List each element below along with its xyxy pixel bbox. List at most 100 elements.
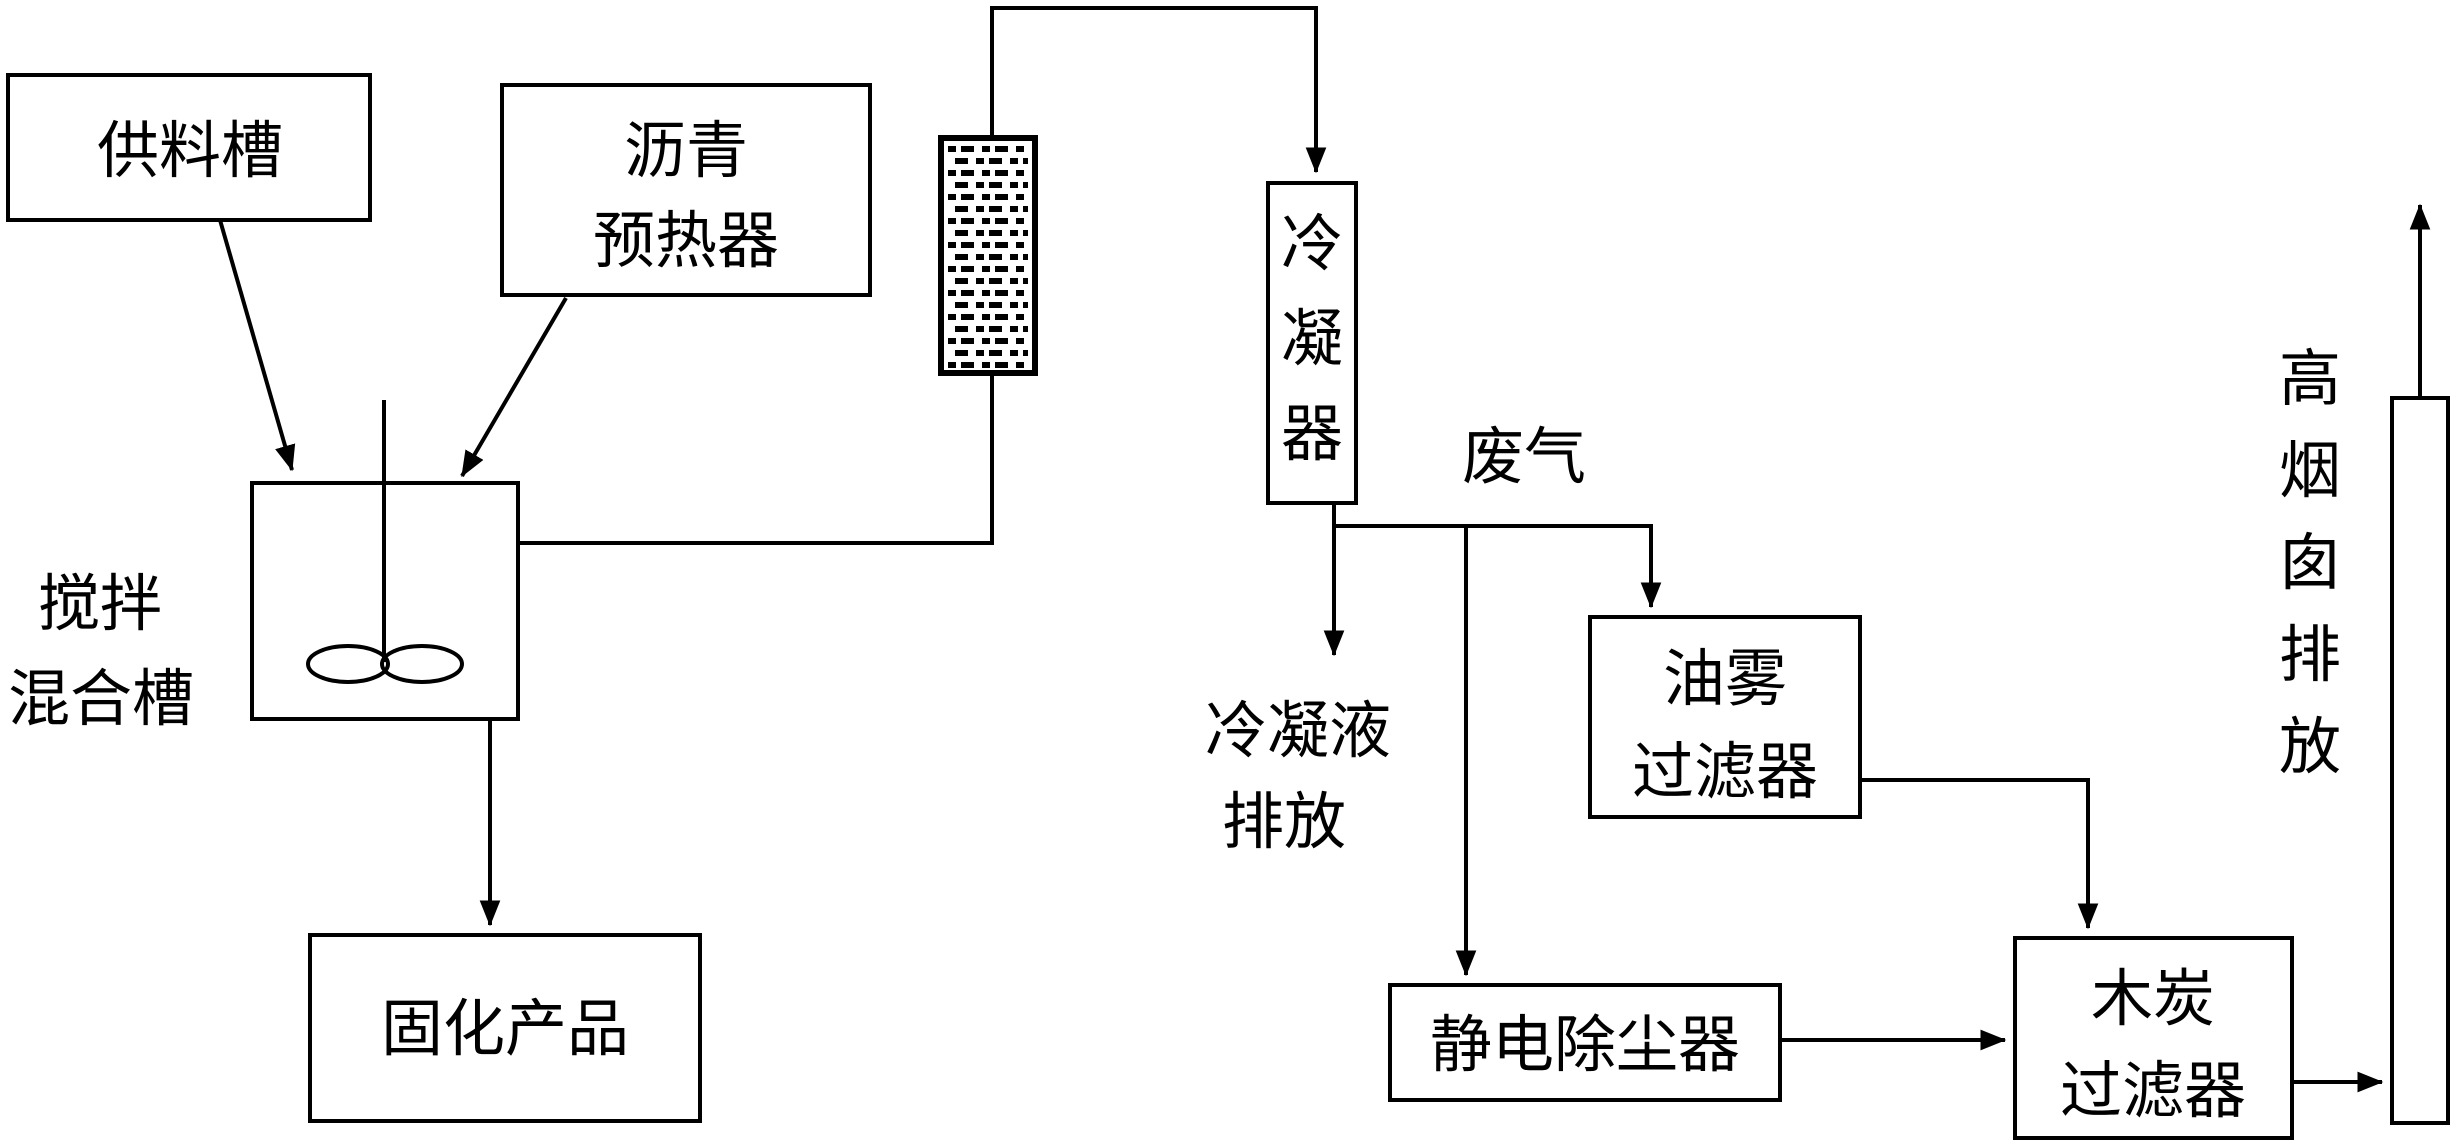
- stack-discharge-label-char5: 放: [2279, 710, 2341, 783]
- packing-block: [982, 170, 990, 176]
- packing-block: [1016, 290, 1024, 296]
- asphalt-preheater-label-line1: 沥青: [624, 114, 748, 187]
- packing-block: [1016, 362, 1024, 368]
- packing-block: [976, 182, 984, 188]
- oil-mist-filter-node: 油雾 过滤器: [1588, 615, 1862, 819]
- packed-column-icon: [938, 135, 1038, 376]
- packing-block: [955, 326, 968, 332]
- packing-block: [976, 278, 984, 284]
- packing-block: [1023, 326, 1028, 332]
- arrow-column-to-condenser: [990, 6, 1327, 174]
- flow-connectors: [218, 6, 2431, 1093]
- oil-mist-filter-label-line1: 油雾: [1663, 642, 1787, 715]
- packing-block: [1016, 242, 1024, 248]
- chimney-icon: [2390, 396, 2450, 1125]
- packing-block: [989, 182, 1002, 188]
- stack-discharge-label-char4: 排: [2279, 618, 2341, 691]
- packing-block: [1016, 266, 1024, 272]
- arrow-oil-filter-to-charcoal: [1860, 778, 2099, 930]
- packing-block: [1023, 182, 1028, 188]
- packing-block: [948, 362, 956, 368]
- packing-block: [961, 266, 974, 272]
- packing-block: [976, 326, 984, 332]
- packing-block: [995, 146, 1008, 152]
- arrow-header-to-oil-filter: [1334, 524, 1662, 609]
- packing-block: [948, 146, 956, 152]
- packing-block: [989, 158, 1002, 164]
- condenser-label-char1: 冷: [1281, 207, 1343, 280]
- packing-block: [982, 290, 990, 296]
- packing-block: [976, 230, 984, 236]
- packing-block: [1010, 254, 1018, 260]
- packing-block: [989, 206, 1002, 212]
- packing-block: [989, 350, 1002, 356]
- packing-block: [1016, 218, 1024, 224]
- stack-discharge-label-char2: 烟: [2279, 434, 2341, 507]
- packing-block: [948, 170, 956, 176]
- condensate-discharge-label-line2: 排放: [1222, 785, 1346, 858]
- packing-block: [948, 314, 956, 320]
- packing-block: [955, 278, 968, 284]
- packing-block: [982, 146, 990, 152]
- packing-block: [955, 182, 968, 188]
- packing-block: [982, 338, 990, 344]
- packing-block: [995, 170, 1008, 176]
- packing-block: [1016, 338, 1024, 344]
- packing-block: [982, 242, 990, 248]
- packing-block: [989, 302, 1002, 308]
- packing-block: [982, 218, 990, 224]
- packing-block: [976, 350, 984, 356]
- packing-block: [955, 158, 968, 164]
- packing-block: [1023, 254, 1028, 260]
- electrostatic-precipitator-node: 静电除尘器: [1388, 983, 1782, 1102]
- line-mixer-to-column: [518, 373, 994, 545]
- packing-block: [955, 254, 968, 260]
- packing-block: [995, 242, 1008, 248]
- packing-block: [995, 362, 1008, 368]
- packing-block: [1023, 302, 1028, 308]
- packing-block: [1016, 170, 1024, 176]
- packing-block: [982, 194, 990, 200]
- packing-block: [982, 266, 990, 272]
- asphalt-preheater-label-line2: 预热器: [593, 204, 779, 277]
- packing-block: [1016, 194, 1024, 200]
- mixing-tank-label-line2: 混合槽: [8, 662, 194, 735]
- solid-product-node: 固化产品: [308, 933, 702, 1123]
- packing-block: [995, 218, 1008, 224]
- packing-block: [1016, 146, 1024, 152]
- stack-discharge-label-char1: 高: [2279, 342, 2341, 415]
- packing-block: [1010, 158, 1018, 164]
- packing-block: [1023, 206, 1028, 212]
- packing-block: [976, 158, 984, 164]
- packing-block: [976, 302, 984, 308]
- asphalt-preheater-node: 沥青 预热器: [500, 83, 872, 297]
- packing-block: [948, 194, 956, 200]
- packing-block: [989, 254, 1002, 260]
- packing-block: [989, 230, 1002, 236]
- packing-block: [989, 278, 1002, 284]
- packing-block: [1023, 278, 1028, 284]
- agitator-icon: [306, 400, 464, 684]
- condenser-node: 冷 凝 器: [1266, 181, 1358, 505]
- packing-block: [955, 230, 968, 236]
- packing-block: [955, 302, 968, 308]
- packing-block: [961, 170, 974, 176]
- arrow-feed-to-mixer: [218, 219, 296, 472]
- packing-block: [955, 206, 968, 212]
- packing-block: [948, 290, 956, 296]
- condensate-discharge-label-line1: 冷凝液: [1205, 694, 1391, 767]
- packing-block: [1023, 350, 1028, 356]
- packing-block: [1010, 350, 1018, 356]
- packing-block: [995, 314, 1008, 320]
- arrow-preheater-to-mixer: [460, 296, 568, 478]
- packing-block: [1023, 230, 1028, 236]
- packing-block: [995, 290, 1008, 296]
- charcoal-filter-node: 木炭 过滤器: [2013, 936, 2294, 1140]
- feed-tank-node: 供料槽: [6, 73, 372, 222]
- packing-block: [982, 314, 990, 320]
- packing-block: [961, 194, 974, 200]
- charcoal-filter-label-line2: 过滤器: [2060, 1054, 2246, 1127]
- condenser-label-char3: 器: [1281, 397, 1343, 470]
- packing-block: [1016, 314, 1024, 320]
